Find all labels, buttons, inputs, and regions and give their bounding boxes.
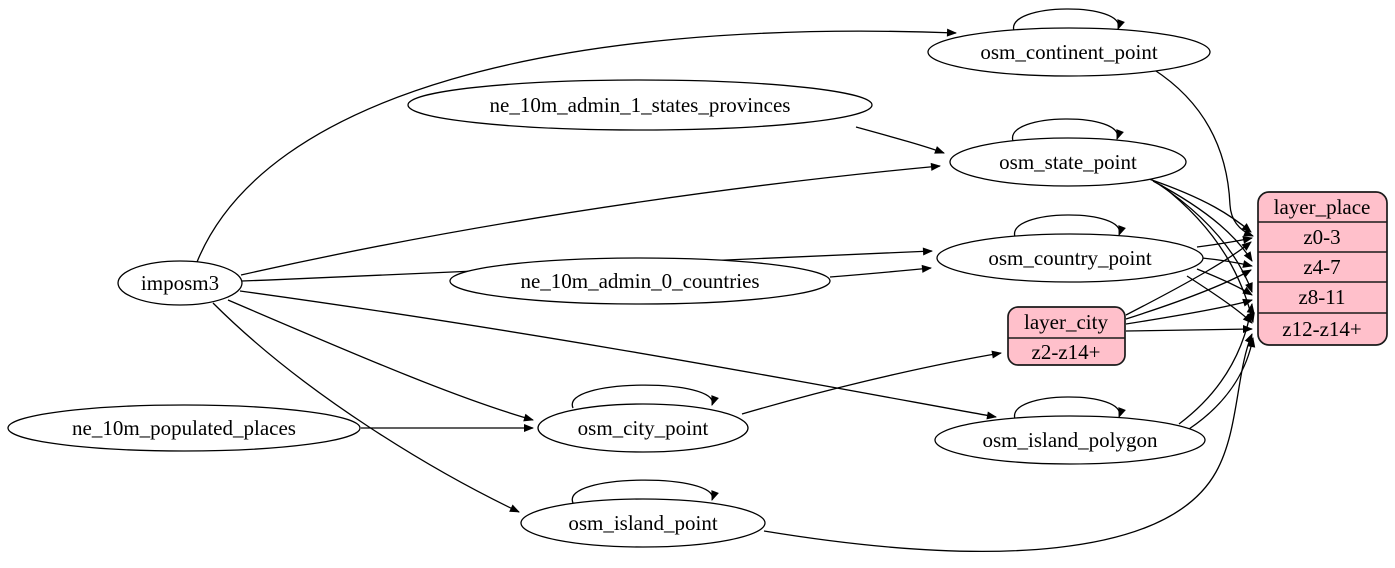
layer_city-row-z2-z14: z2-z14+ — [1032, 340, 1101, 364]
osm_island_polygon-ellipse — [934, 415, 1206, 465]
osm_island_point-label: osm_island_point — [568, 511, 718, 535]
edge-imposm3-osm_island_polygon — [239, 290, 997, 420]
osm_country_point-label: osm_country_point — [988, 246, 1151, 270]
node-osm_island_polygon: osm_island_polygon — [934, 415, 1206, 465]
edge-layer_city-layer_place-z8-11 — [1125, 298, 1253, 325]
ne_10m_admin_1_states_provinces-label: ne_10m_admin_1_states_provinces — [490, 93, 791, 117]
self-loop-osm_state_point — [1012, 118, 1124, 142]
edge-imposm3-osm_continent_point — [196, 28, 957, 263]
ne_10m_populated_places-label: ne_10m_populated_places — [72, 416, 296, 440]
layer_place-title: layer_place — [1274, 195, 1371, 219]
layer_place-row-z0-3: z0-3 — [1303, 225, 1340, 249]
osm_country_point-ellipse — [936, 233, 1204, 283]
ne_10m_admin_0_countries-label: ne_10m_admin_0_countries — [520, 269, 759, 293]
self-loop-osm_island_point — [571, 479, 719, 504]
edge-osm_island_polygon-layer_place-z12-z14 — [1188, 337, 1256, 430]
edge-layer_city-layer_place-z4-7 — [1125, 269, 1252, 320]
self-loop-osm_island_polygon — [1014, 396, 1126, 420]
edge-osm_city_point-layer_city-z2-z14 — [741, 350, 1002, 415]
edge-ne_10m_admin_0_countries-osm_country_point — [829, 264, 932, 278]
layer_place-row-z12-z14: z12-z14+ — [1282, 317, 1361, 341]
record-layer_city: layer_city z2-z14+ — [1007, 306, 1126, 366]
imposm3-label: imposm3 — [141, 271, 219, 295]
edge-osm_state_point-layer_place-z4-7 — [1152, 180, 1253, 262]
edge-ne_10m_admin_1_states_provinces-osm_state_point — [855, 126, 945, 154]
ne_10m_populated_places-ellipse — [7, 404, 361, 452]
layer_place-row-z8-11: z8-11 — [1298, 285, 1345, 309]
osm_continent_point-label: osm_continent_point — [980, 40, 1157, 64]
layer_place-row-z4-7: z4-7 — [1303, 255, 1340, 279]
node-osm_continent_point: osm_continent_point — [927, 27, 1211, 77]
osm_continent_point-ellipse — [927, 27, 1211, 77]
edge-imposm3-osm_state_point — [240, 162, 941, 276]
node-imposm3: imposm3 — [117, 260, 243, 306]
layer_place-box — [1257, 191, 1388, 346]
node-osm_island_point: osm_island_point — [520, 498, 766, 548]
osm_island_point-ellipse — [520, 498, 766, 548]
node-ne_10m_populated_places: ne_10m_populated_places — [7, 404, 361, 452]
osm_city_point-label: osm_city_point — [578, 416, 709, 440]
osm_state_point-ellipse — [949, 137, 1187, 187]
ne_10m_admin_1_states_provinces-ellipse — [407, 79, 873, 131]
edge-osm_country_point-layer_place-z4-7 — [1201, 257, 1253, 268]
imposm3-ellipse — [117, 260, 243, 306]
node-osm_country_point: osm_country_point — [936, 233, 1204, 283]
edge-osm_island_point-layer_place-z12-z14 — [763, 333, 1253, 552]
edge-osm_island_polygon-layer_place-z8-11 — [1178, 303, 1255, 425]
edge-layer_city-layer_place-z0-3 — [1125, 241, 1252, 316]
layer_city-title: layer_city — [1024, 310, 1108, 334]
edge-osm_country_point-layer_place-z0-3 — [1196, 235, 1253, 248]
edge-layer — [196, 8, 1256, 552]
osm_state_point-label: osm_state_point — [999, 150, 1137, 174]
edge-osm_country_point-layer_place-z8-11 — [1196, 268, 1253, 296]
node-ne_10m_admin_1_states_provinces: ne_10m_admin_1_states_provinces — [407, 79, 873, 131]
edge-osm_state_point-layer_place-z0-3 — [1148, 178, 1252, 233]
edge-imposm3-osm_island_point — [212, 302, 520, 513]
layer_city-box — [1007, 306, 1126, 366]
record-layer_place: layer_place z0-3 z4-7 z8-11 z12-z14+ — [1257, 191, 1388, 346]
ne_10m_admin_0_countries-ellipse — [449, 257, 831, 305]
edge-imposm3-osm_city_point — [227, 299, 534, 422]
node-osm_city_point: osm_city_point — [537, 403, 749, 453]
self-loop-osm_continent_point — [1013, 8, 1125, 32]
edge-osm_continent_point-layer_place-z0-3 — [1152, 68, 1254, 237]
node-ne_10m_admin_0_countries: ne_10m_admin_0_countries — [449, 257, 831, 305]
osm_island_polygon-label: osm_island_polygon — [982, 428, 1158, 452]
osm_city_point-ellipse — [537, 403, 749, 453]
self-loop-osm_country_point — [1014, 214, 1126, 238]
self-loop-osm_city_point — [571, 384, 719, 409]
node-osm_state_point: osm_state_point — [949, 137, 1187, 187]
